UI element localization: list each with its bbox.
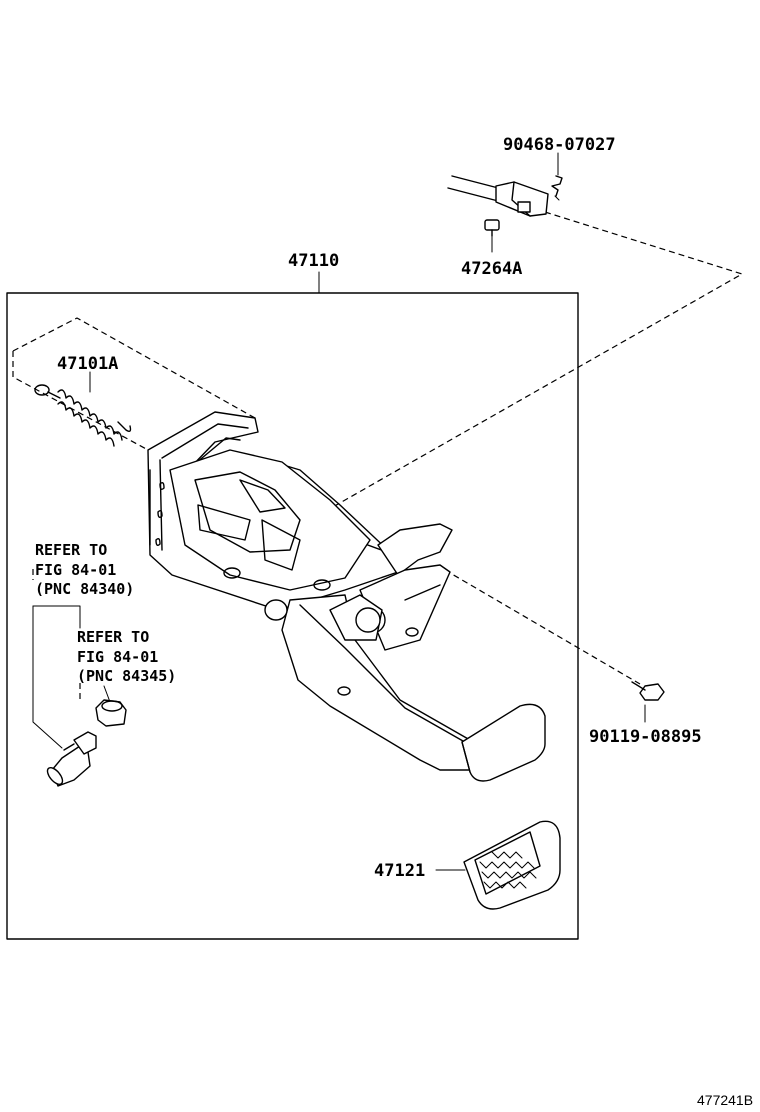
bolt-icon: [631, 681, 665, 701]
pin-icon: [484, 219, 500, 237]
reference-leaders: [32, 152, 646, 871]
pedal-pad-icon: [461, 703, 546, 782]
svg-text:REFER TO: REFER TO: [35, 541, 107, 559]
pedal-arm-icon: [264, 594, 471, 771]
clip-icon: [551, 175, 563, 201]
svg-text:REFER TO: REFER TO: [77, 628, 149, 646]
reference-note-84340: REFER TO FIG 84-01 (PNC 84340): [35, 541, 134, 598]
return-spring-icon: [34, 384, 132, 447]
brake-cable: [447, 175, 549, 217]
svg-text:FIG 84-01: FIG 84-01: [35, 561, 116, 579]
figure-id: 477241B: [697, 1092, 753, 1108]
label-bolt: 90119-08895: [589, 727, 702, 747]
label-assembly: 47110: [288, 251, 339, 271]
label-clip: 90468-07027: [503, 135, 616, 155]
svg-text:FIG 84-01: FIG 84-01: [77, 648, 158, 666]
dashed-leaders: [12, 211, 744, 700]
pedal-bracket-icon: [147, 411, 453, 651]
stop-lamp-switch-icon: [46, 731, 97, 787]
reference-note-84345: REFER TO FIG 84-01 (PNC 84345): [77, 628, 176, 685]
label-spring: 47101A: [57, 354, 118, 374]
assembly-boundary-box: [6, 292, 579, 940]
label-pad: 47121: [374, 861, 425, 881]
stopper-cushion-icon: [95, 699, 127, 727]
svg-text:(PNC 84345): (PNC 84345): [77, 667, 176, 685]
svg-text:(PNC 84340): (PNC 84340): [35, 580, 134, 598]
pedal-pad-separate-icon: [463, 820, 561, 910]
label-pin: 47264A: [461, 259, 522, 279]
